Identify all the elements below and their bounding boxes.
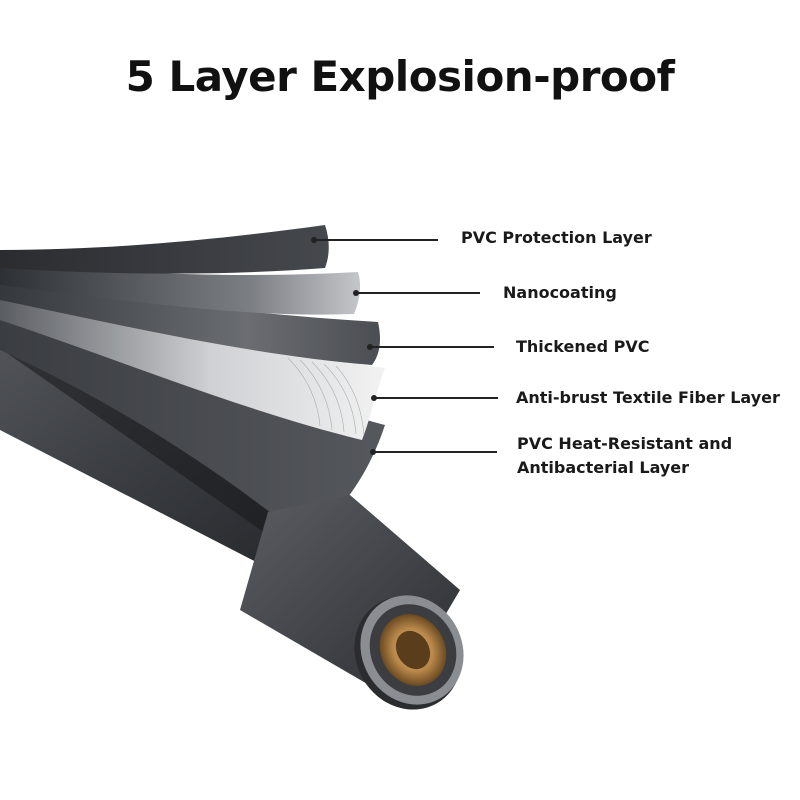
callout-line-1 (314, 239, 438, 241)
layer-pvc-heat-resistant (0, 300, 385, 540)
hose-fitting (240, 495, 464, 710)
layer-pvc-protection (0, 225, 329, 274)
layer-label-textile-fiber: Anti-brust Textile Fiber Layer (516, 388, 780, 407)
callout-line-5 (373, 451, 497, 453)
layer-label-heat-resistant: PVC Heat-Resistant and Antibacterial Lay… (517, 432, 732, 480)
callout-line-3 (370, 346, 494, 348)
layer-label-heat-resistant-line1: PVC Heat-Resistant and (517, 434, 733, 453)
layer-thickened-pvc (0, 275, 380, 365)
layer-label-nanocoating: Nanocoating (503, 283, 617, 302)
layer-nanocoating (0, 262, 361, 315)
layer-label-thickened-pvc: Thickened PVC (516, 337, 650, 356)
callout-line-4 (374, 397, 498, 399)
layer-textile-fiber (0, 285, 385, 440)
callout-line-2 (356, 292, 480, 294)
page-title: 5 Layer Explosion-proof (125, 52, 675, 101)
layer-label-pvc-protection: PVC Protection Layer (461, 228, 652, 247)
layer-label-heat-resistant-line2: Antibacterial Layer (517, 458, 690, 477)
